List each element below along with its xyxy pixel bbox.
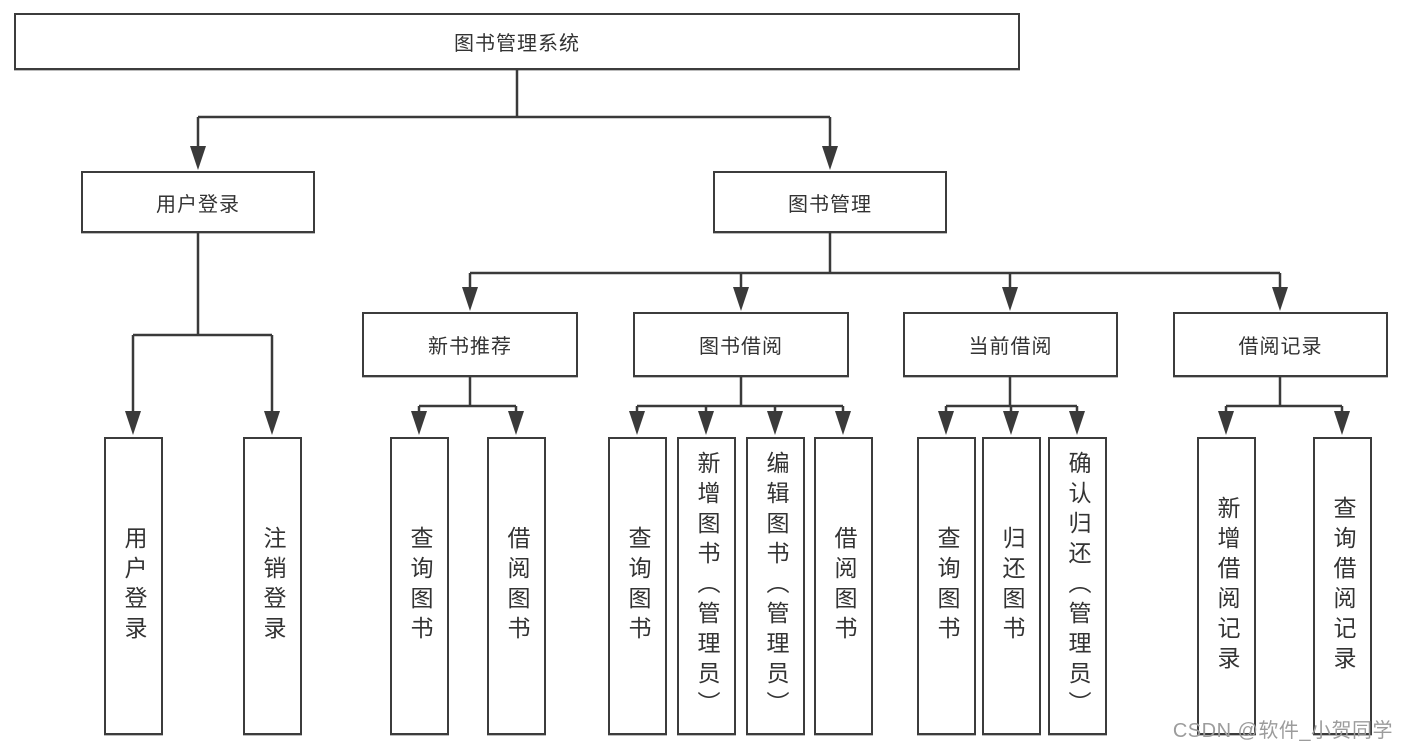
arrowhead bbox=[938, 411, 954, 435]
arrowhead bbox=[264, 411, 280, 435]
node-new-book-recommend: 新书推荐 bbox=[362, 312, 578, 377]
arrowhead bbox=[767, 411, 783, 435]
leaf-confirm-return-admin: 确认归还（管理员） bbox=[1048, 437, 1107, 735]
connector-user-login bbox=[131, 232, 274, 414]
arrowhead bbox=[1003, 411, 1019, 435]
arrowhead bbox=[1069, 411, 1085, 435]
arrowhead bbox=[462, 287, 478, 311]
arrowheads bbox=[125, 146, 1350, 435]
arrowhead bbox=[190, 146, 206, 170]
arrowhead bbox=[822, 146, 838, 170]
leaf-logout: 注销登录 bbox=[243, 437, 302, 735]
arrowhead bbox=[1002, 287, 1018, 311]
leaf-borrow-books: 借阅图书 bbox=[814, 437, 873, 735]
arrowhead bbox=[1272, 287, 1288, 311]
arrowhead bbox=[733, 287, 749, 311]
leaf-query-books-borrow: 查询图书 bbox=[608, 437, 667, 735]
connector-book-borrow bbox=[635, 376, 845, 415]
connector-borrow-records bbox=[1224, 376, 1344, 415]
node-book-management: 图书管理 bbox=[713, 171, 947, 233]
leaf-return-book: 归还图书 bbox=[982, 437, 1041, 735]
leaf-borrow-books-recommend: 借阅图书 bbox=[487, 437, 546, 735]
leaf-query-borrow-record: 查询借阅记录 bbox=[1313, 437, 1372, 735]
leaf-add-book-admin: 新增图书（管理员） bbox=[677, 437, 736, 735]
arrowhead bbox=[835, 411, 851, 435]
leaf-query-books-current: 查询图书 bbox=[917, 437, 976, 735]
connector-root bbox=[196, 68, 832, 150]
node-book-borrow: 图书借阅 bbox=[633, 312, 849, 377]
node-user-login: 用户登录 bbox=[81, 171, 315, 233]
arrowhead bbox=[698, 411, 714, 435]
leaf-edit-book-admin: 编辑图书（管理员） bbox=[746, 437, 805, 735]
csdn-watermark: CSDN @软件_小贺同学 bbox=[1172, 720, 1393, 742]
leaf-add-borrow-record: 新增借阅记录 bbox=[1197, 437, 1256, 735]
connector-current-borrow bbox=[944, 376, 1079, 415]
node-borrow-records: 借阅记录 bbox=[1173, 312, 1388, 377]
connector-new-book-recommend bbox=[417, 376, 518, 415]
node-current-borrow: 当前借阅 bbox=[903, 312, 1118, 377]
arrowhead bbox=[508, 411, 524, 435]
arrowhead bbox=[629, 411, 645, 435]
arrowhead bbox=[125, 411, 141, 435]
arrowhead bbox=[411, 411, 427, 435]
node-library-system: 图书管理系统 bbox=[14, 13, 1020, 70]
connector-book-management bbox=[468, 232, 1282, 291]
leaf-user-login: 用户登录 bbox=[104, 437, 163, 735]
leaf-query-books-recommend: 查询图书 bbox=[390, 437, 449, 735]
arrowhead bbox=[1218, 411, 1234, 435]
arrowhead bbox=[1334, 411, 1350, 435]
